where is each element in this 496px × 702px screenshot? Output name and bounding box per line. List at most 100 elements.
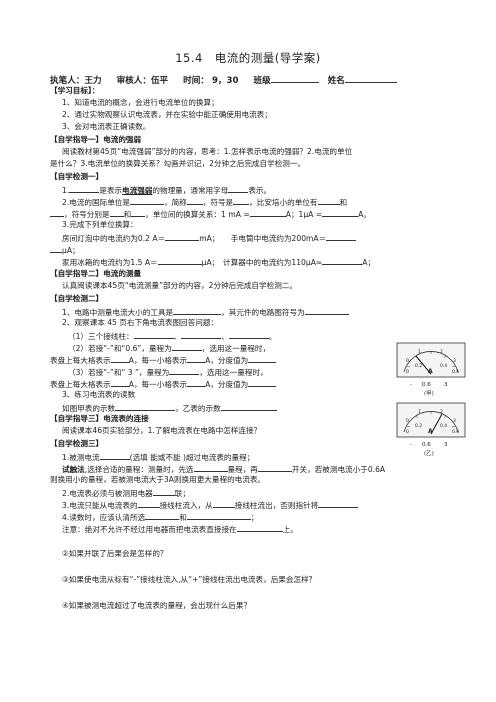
answer-blank[interactable] xyxy=(110,378,129,387)
answer-blank[interactable] xyxy=(228,184,249,193)
answer-blank[interactable] xyxy=(322,256,363,265)
meter-needle xyxy=(415,355,432,375)
class-label: 班级 xyxy=(253,76,271,86)
answer-blank[interactable] xyxy=(130,196,164,205)
answer-blank[interactable] xyxy=(322,208,359,217)
check3-q6: 4.读数时，应该认清所选 和 ； xyxy=(62,511,460,523)
q-text: 的物理量，通常用字母 xyxy=(152,186,229,195)
terminal-label: 3 xyxy=(444,442,448,448)
goals-heading: 【学习目标】： xyxy=(50,86,100,95)
check2-q6: （3）若接“-”和“ 3 ”，量程为，选用这一量程时， xyxy=(68,366,398,378)
q-text: 表示。 xyxy=(248,186,272,195)
check3-heading: 【自学检测三】 xyxy=(50,439,104,448)
guide1-text: 阅读教材第45页“电流强弱”部分的内容，思考：1.怎样表示电流的强弱？2.电流的… xyxy=(62,147,353,156)
q-text: ，其元件的电路图符号为 xyxy=(221,308,305,317)
q-text: （1）三个接线柱： xyxy=(68,332,134,341)
q-text: 4.读数时，应该认清所选 xyxy=(62,513,146,522)
answer-blank[interactable] xyxy=(133,330,174,339)
q-text: ，符号分别是 xyxy=(64,210,110,219)
check1-q3: ，符号分别是和，单位间的换算关系：1 mA =A；1μA =A。 xyxy=(50,208,460,220)
answer-blank[interactable] xyxy=(233,196,250,205)
check3-q5: 3.电流只能从电流表的接线柱流入，从接线柱流出，否则指针将 xyxy=(62,499,460,511)
q-text: A，分度值为 xyxy=(205,356,249,365)
q-text: ，选用这一量程时， xyxy=(201,344,271,353)
answer-blank[interactable] xyxy=(115,402,176,411)
q-text: (选填 能或不能 )超过电流表的量程； xyxy=(129,453,255,462)
name-blank[interactable] xyxy=(344,74,397,83)
answer-blank[interactable] xyxy=(99,451,130,460)
guide2-heading: 【自学指导二】电流的测量 xyxy=(50,269,142,278)
answer-blank[interactable] xyxy=(228,330,269,339)
q-text: 是表示 xyxy=(99,186,123,195)
scale-label: 2 xyxy=(440,349,443,355)
answer-blank[interactable] xyxy=(249,208,286,217)
note-question: ④如果被测电流超过了电流表的量程，会出现什么后果？ xyxy=(62,601,252,610)
answer-blank[interactable] xyxy=(220,402,277,411)
q-text: 和 xyxy=(123,210,132,219)
q-text: 2.电流表必须与被测用电器 xyxy=(62,489,153,498)
answer-blank[interactable] xyxy=(145,511,180,520)
answer-blank[interactable] xyxy=(186,196,203,205)
answer-blank[interactable] xyxy=(69,184,100,193)
meter-dial-frame xyxy=(396,402,466,438)
answer-blank[interactable] xyxy=(152,487,175,496)
answer-blank[interactable] xyxy=(181,330,222,339)
answer-blank[interactable] xyxy=(304,306,349,315)
q-text: μA； 计算器中的电流约为110μA≈ xyxy=(201,258,323,267)
answer-blank[interactable] xyxy=(171,342,202,351)
answer-blank[interactable] xyxy=(165,232,200,241)
q-text: A，每一小格表示 xyxy=(128,380,188,389)
guide2-text: 认真阅读课本45页“电流测量”部分的内容，2分钟后完成自学检测二。 xyxy=(62,281,297,290)
meter-needle xyxy=(430,413,443,435)
scale-label: 0.6 xyxy=(452,429,459,435)
q-text: 表盘上每大格表示 xyxy=(50,356,111,365)
answer-blank[interactable] xyxy=(131,208,146,217)
q-text: 表盘上每大格表示 xyxy=(50,380,111,389)
q-text: A；1μA = xyxy=(285,210,323,219)
q-text: 1、电路中测量电流大小的工具是 xyxy=(62,308,174,317)
q-text: ，比安培小的单位有 xyxy=(249,198,318,207)
answer-blank[interactable] xyxy=(137,499,160,508)
scale-label: 1 xyxy=(418,349,421,355)
name-label: 姓名 xyxy=(327,76,345,86)
answer-blank[interactable] xyxy=(326,232,357,241)
q-text: ，乙表的示数 xyxy=(175,404,221,413)
answer-blank[interactable] xyxy=(50,244,62,253)
answer-blank[interactable] xyxy=(318,499,359,508)
answer-blank[interactable] xyxy=(186,511,251,520)
scale-label: 0.6 xyxy=(452,369,459,375)
answer-blank[interactable] xyxy=(212,499,235,508)
terminal-label: 3 xyxy=(444,382,448,388)
answer-blank[interactable] xyxy=(169,366,200,375)
answer-blank[interactable] xyxy=(193,463,228,472)
answer-blank[interactable] xyxy=(157,256,202,265)
q-text: 、 xyxy=(221,332,229,341)
answer-blank[interactable] xyxy=(317,196,340,205)
answer-blank[interactable] xyxy=(236,523,283,532)
answer-blank[interactable] xyxy=(248,354,277,363)
answer-blank[interactable] xyxy=(257,463,292,472)
meter-ticks xyxy=(406,411,456,428)
q-text: ，选用这一量程时， xyxy=(199,368,268,377)
answer-blank[interactable] xyxy=(173,306,222,315)
terminal-label: 0.6 xyxy=(422,442,431,448)
meter-dial-frame xyxy=(396,342,466,378)
answer-blank[interactable] xyxy=(248,378,277,387)
answer-blank[interactable] xyxy=(187,354,206,363)
scale-label: 1 xyxy=(418,409,421,415)
answer-blank[interactable] xyxy=(109,208,124,217)
q-text: 和 xyxy=(179,513,187,522)
figure-label: (甲) xyxy=(424,390,434,397)
q-text: A，每一小格表示 xyxy=(128,356,188,365)
answer-blank[interactable] xyxy=(187,378,206,387)
scale-label: 0 xyxy=(406,369,409,375)
q-text: 、 xyxy=(173,332,182,341)
scale-label: 3 xyxy=(453,358,456,364)
answer-blank[interactable] xyxy=(110,354,129,363)
q-text: mA； 手电筒中电流约为200mA＝ xyxy=(199,234,327,243)
class-blank[interactable] xyxy=(270,74,319,83)
terminal-label: - xyxy=(410,442,412,448)
answer-blank[interactable] xyxy=(50,208,64,217)
q-text: ； xyxy=(250,513,259,522)
